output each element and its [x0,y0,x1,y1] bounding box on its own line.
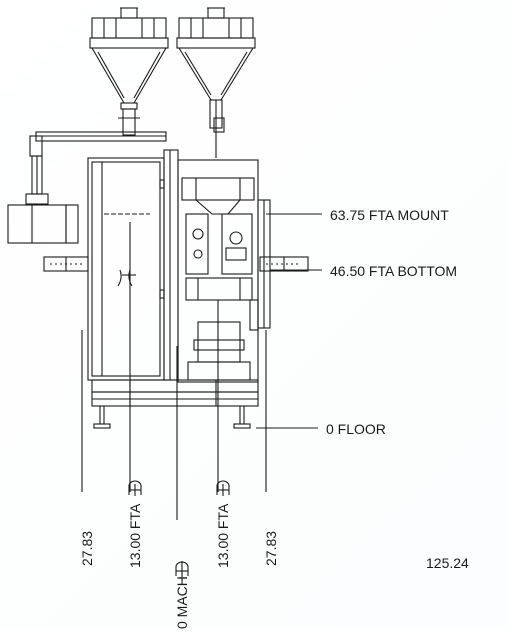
centerline-symbol-icon [216,480,230,496]
right-hopper [176,7,256,158]
side-unit [7,204,79,244]
label-fta-center-right: 13.00 FTA [215,503,231,568]
label-dim-left: 27.83 [79,531,95,566]
label-overall: 125.24 [426,555,469,571]
left-rail [43,256,89,272]
left-hopper [89,7,169,136]
main-cabinet [87,149,179,381]
label-fta-bottom: 46.50 FTA BOTTOM [330,263,457,279]
label-dim-right: 27.83 [263,531,279,566]
label-fta-center-left-group: 13.00 FTA [127,480,143,568]
label-fta-mount: 63.75 FTA MOUNT [330,207,449,223]
machine-body [177,159,271,383]
right-rail [259,256,309,272]
centerline-symbol-icon [128,480,142,496]
label-fta-center-right-group: 13.00 FTA [215,480,231,568]
label-floor: 0 FLOOR [326,421,386,437]
label-mach-center: 0 MACH [174,576,190,629]
label-mach-center-group: 0 MACH [174,561,190,629]
label-fta-center-left: 13.00 FTA [127,503,143,568]
feed-pipe [25,131,167,205]
centerline-symbol-icon [175,561,189,577]
machine-base [91,379,259,429]
